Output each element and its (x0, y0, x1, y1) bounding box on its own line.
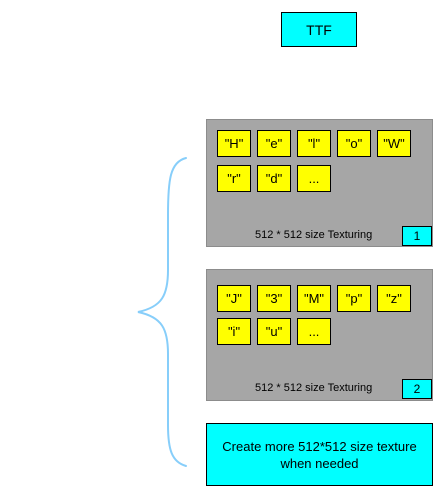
panel-caption: 512 * 512 size Texturing (255, 229, 373, 241)
glyph-cell: "z" (377, 285, 411, 312)
glyph-cell: "J" (217, 285, 251, 312)
texture-panel-1: "H" "e" "l" "o" "W" "r" "d" ... 512 * 51… (206, 119, 433, 247)
glyph-cell: "l" (297, 130, 331, 157)
ttf-label: TTF (306, 21, 332, 38)
panel-caption: 512 * 512 size Texturing (255, 382, 373, 394)
glyph-cell: "o" (337, 130, 371, 157)
glyph-cell: "r" (217, 165, 251, 192)
glyph-cell: "M" (297, 285, 331, 312)
glyph-cell: "3" (257, 285, 291, 312)
glyph-cell: "W" (377, 130, 411, 157)
ttf-box: TTF (281, 12, 357, 47)
texture-panel-2: "J" "3" "M" "p" "z" "i" "u" ... 512 * 51… (206, 269, 433, 401)
glyph-cell: "e" (257, 130, 291, 157)
glyph-cell: "d" (257, 165, 291, 192)
glyph-cell: ... (297, 318, 331, 345)
panel-number: 2 (402, 379, 432, 399)
glyph-cell: "H" (217, 130, 251, 157)
glyph-cell: "p" (337, 285, 371, 312)
panel-number: 1 (402, 226, 432, 246)
more-textures-label: Create more 512*512 size texture when ne… (222, 438, 417, 471)
glyph-cell: "u" (257, 318, 291, 345)
more-textures-box: Create more 512*512 size texture when ne… (206, 423, 433, 486)
glyph-cell: "i" (217, 318, 251, 345)
glyph-cell: ... (297, 165, 331, 192)
